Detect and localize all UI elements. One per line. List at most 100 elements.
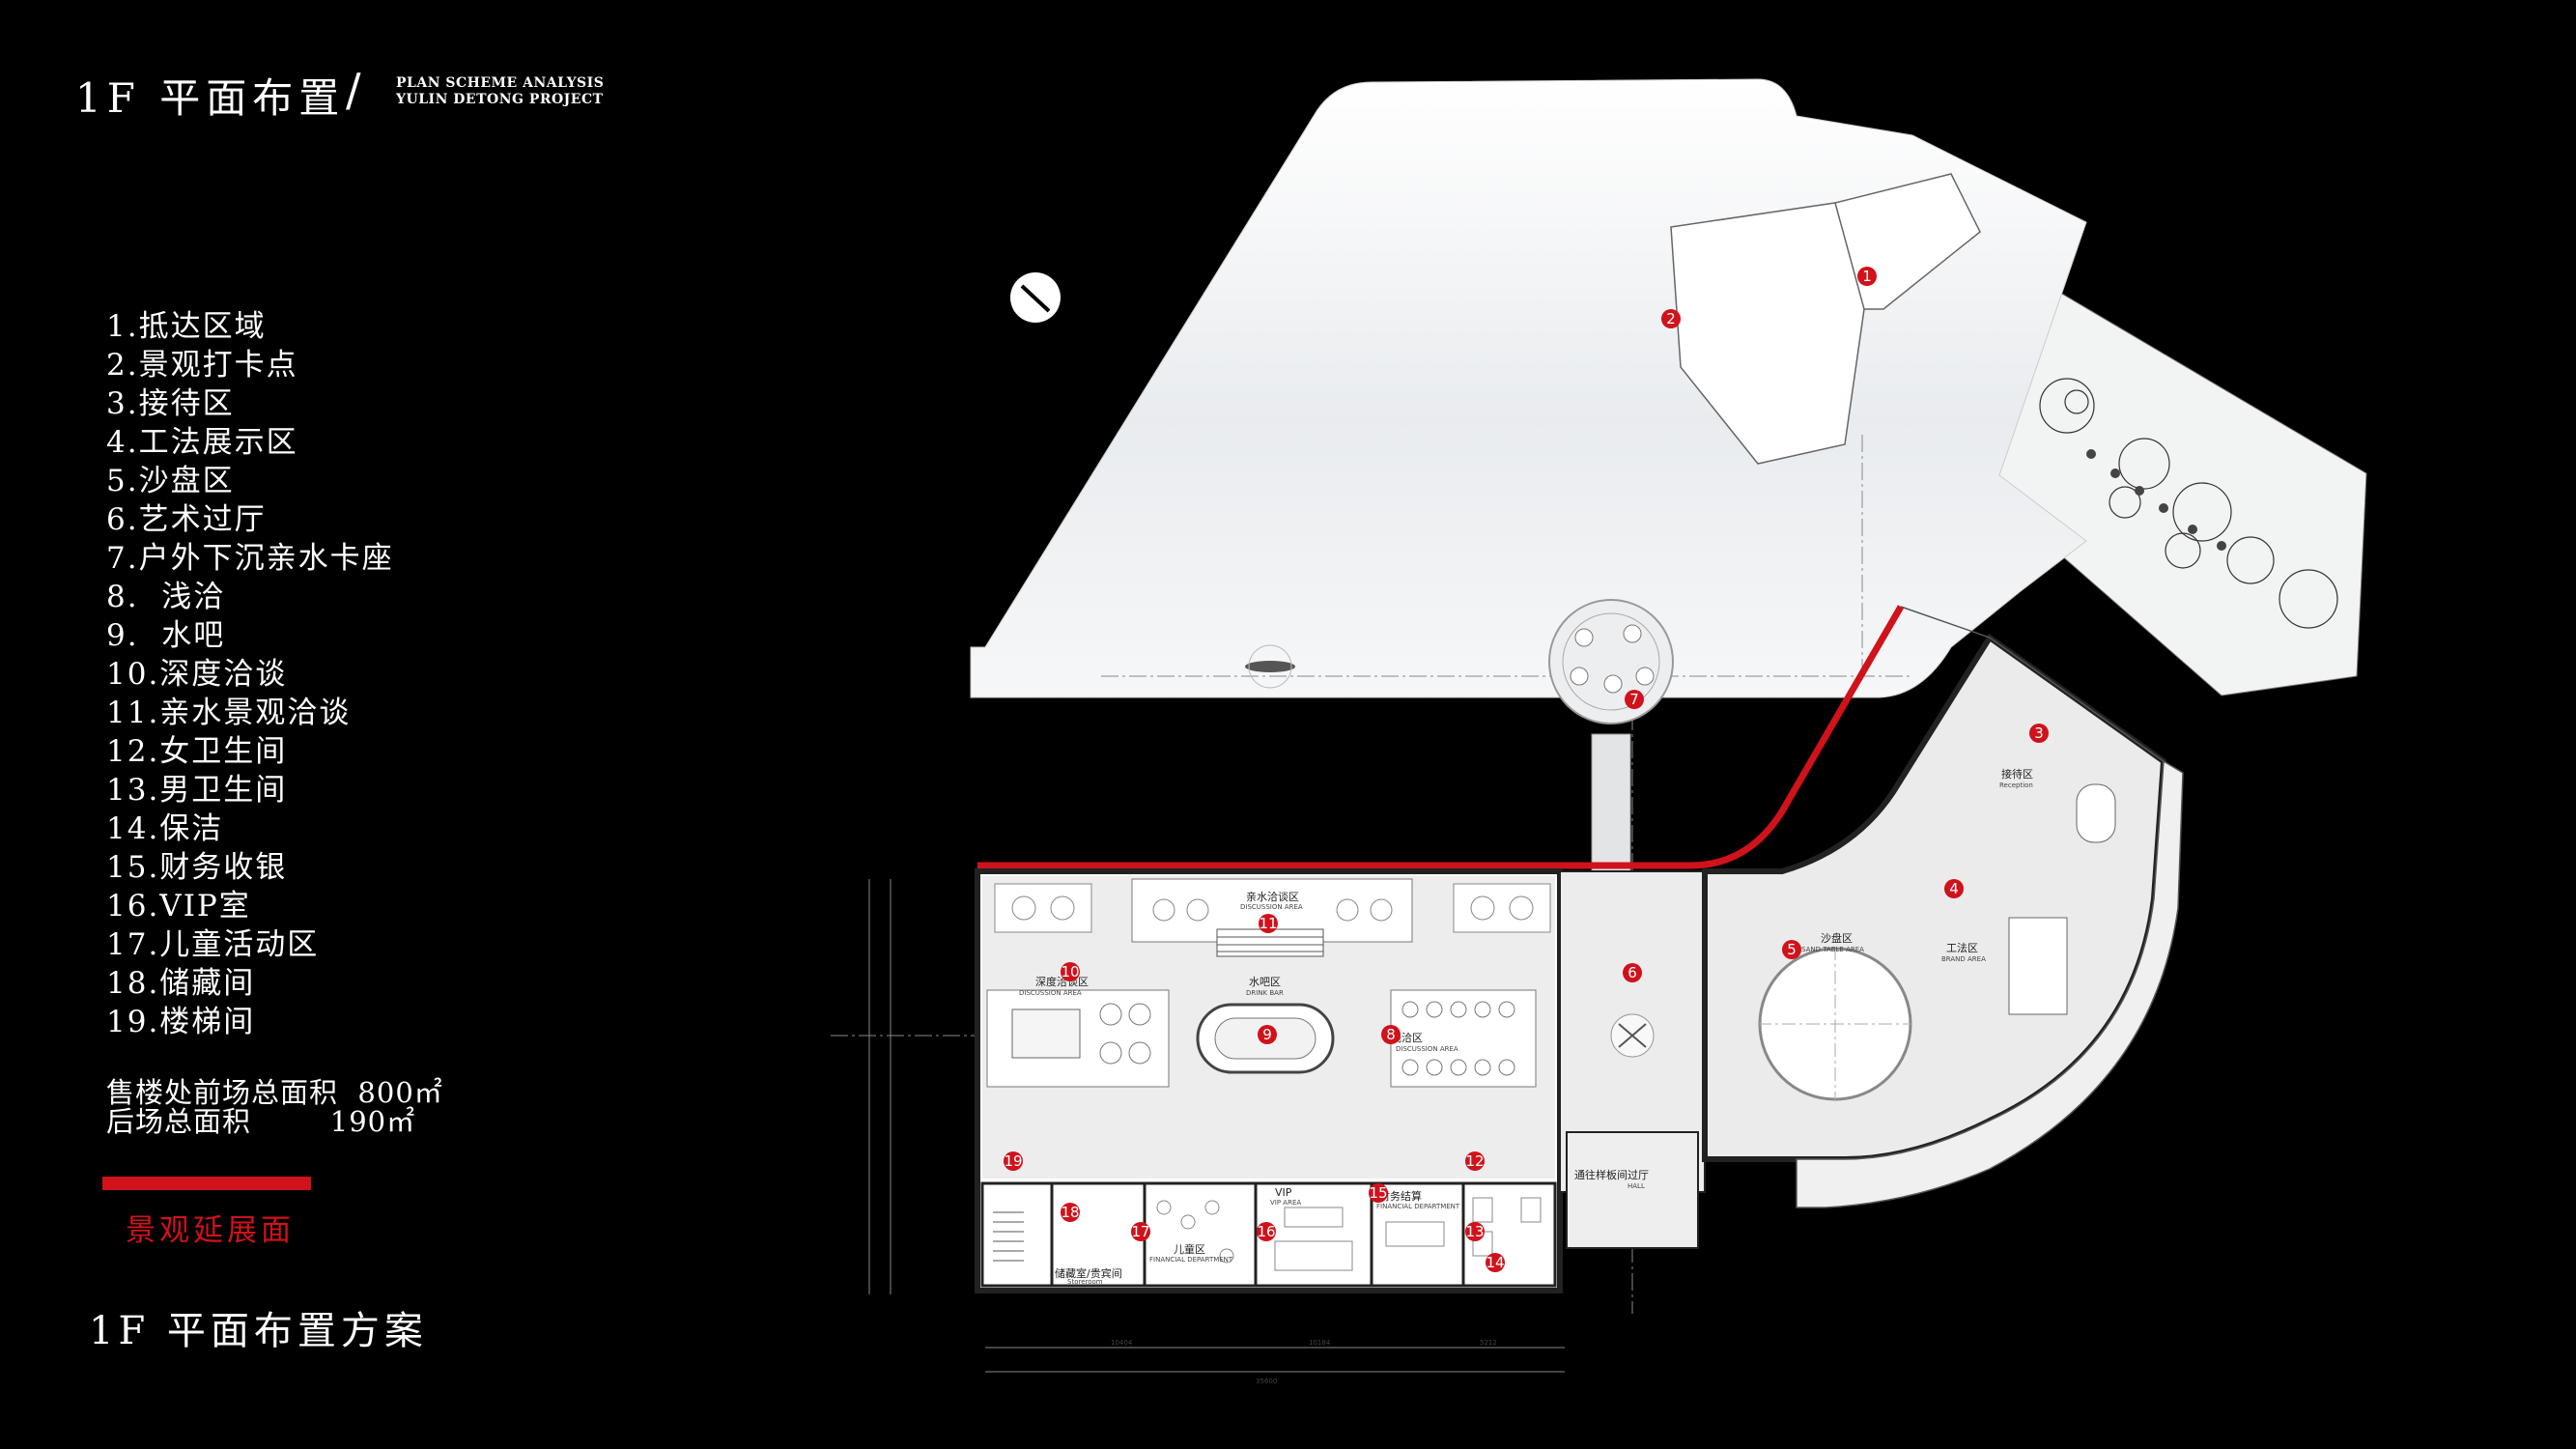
marker-11: 11: [1259, 914, 1278, 933]
marker-18: 18: [1061, 1203, 1080, 1222]
corner-lounges: [994, 883, 1551, 933]
svg-text:5: 5: [1787, 941, 1797, 958]
svg-text:12: 12: [1465, 1152, 1484, 1170]
dimension-lines: [868, 879, 1565, 1373]
svg-text:10: 10: [1061, 963, 1079, 980]
legend-item: 7.户外下沉亲水卡座: [106, 541, 394, 576]
landscape-extension-line: [977, 605, 1905, 869]
room-markers: 1 2 3 4 5 6 7 8 9 10 11 12 13 14 15 16 1…: [1004, 267, 2049, 1272]
dimension-1: 10404: [1111, 1339, 1133, 1347]
legend-item: 14.保洁: [106, 811, 224, 846]
svg-text:19: 19: [1004, 1152, 1022, 1170]
reception-furniture: [2008, 783, 2116, 1015]
marker-2: 2: [1661, 309, 1681, 328]
landscape-line-swatch: [102, 1177, 311, 1190]
marker-6: 6: [1623, 963, 1642, 982]
legend-item: 13.男卫生间: [106, 773, 288, 808]
sand-table-model: [1758, 947, 1912, 1101]
svg-text:15: 15: [1369, 1184, 1387, 1202]
corridor-label: 通往样板间过厅: [1574, 1168, 1649, 1181]
kids-label-en: FINANCIAL DEPARTMENT: [1149, 1256, 1233, 1264]
legend-item: 1.抵达区域: [106, 309, 267, 344]
legend-item: 10.深度洽谈: [106, 657, 288, 692]
legend-item: 19.楼梯间: [106, 1005, 256, 1039]
deep-talk-zone: 深度洽谈区 DISCUSSION AREA: [986, 975, 1170, 1088]
legend-item: 6.艺术过厅: [106, 502, 267, 537]
marker-8: 8: [1381, 1025, 1401, 1044]
finance-label-en: FINANCIAL DEPARTMENT: [1376, 1203, 1460, 1210]
storage-label: 储藏室/贵宾间: [1055, 1266, 1122, 1280]
drink-bar-label-en: DRINK BAR: [1246, 989, 1284, 997]
legend-item: 11.亲水景观洽谈: [106, 696, 352, 730]
reception-label: 接待区: [2001, 767, 2033, 781]
craft-label: 工法区: [1946, 941, 1978, 954]
show-flat-corridor: 通往样板间过厅 HALL: [1566, 1131, 1699, 1249]
front-area-text: 售楼处前场总面积 800㎡: [106, 1076, 443, 1109]
discussion-label-en: DISCUSSION AREA: [1240, 903, 1303, 911]
marker-5: 5: [1782, 940, 1801, 959]
corridor-label-en: HALL: [1628, 1182, 1645, 1190]
landscape-line-label: 景观延展面: [126, 1213, 295, 1248]
discussion-label: 亲水洽谈区: [1246, 890, 1299, 903]
north-arrow-icon: [1010, 272, 1061, 323]
svg-text:3: 3: [2034, 724, 2044, 742]
kids-label: 儿童区: [1174, 1242, 1205, 1256]
marker-16: 16: [1257, 1222, 1276, 1241]
legend-item: 3.接待区: [106, 386, 235, 421]
sand-table-label-en: SAND TABLE AREA: [1801, 946, 1864, 953]
art-hall-feature: [1610, 1013, 1655, 1058]
water-courtyard: [970, 78, 2087, 698]
stair-treads: [993, 1211, 1024, 1262]
legend-item: 18.储藏间: [106, 966, 256, 1001]
svg-text:9: 9: [1262, 1026, 1272, 1043]
svg-text:1: 1: [1862, 268, 1872, 285]
svg-text:6: 6: [1628, 964, 1637, 981]
title-subtitle: PLAN SCHEME ANALYSIS YULIN DETONG PROJEC…: [396, 75, 604, 108]
svg-text:14: 14: [1486, 1254, 1504, 1271]
subtitle-line-2: YULIN DETONG PROJECT: [396, 92, 604, 107]
page-title: 1F 平面布置: [75, 74, 346, 122]
legend-item: 17.儿童活动区: [106, 927, 320, 962]
marker-1: 1: [1857, 267, 1877, 286]
marker-14: 14: [1486, 1253, 1505, 1272]
vip-label: VIP: [1275, 1186, 1292, 1199]
deep-talk-label-en: DISCUSSION AREA: [1019, 989, 1082, 997]
reception-label-en: Reception: [1999, 781, 2033, 789]
svg-text:13: 13: [1465, 1223, 1484, 1240]
legend-item: 9. 水吧: [106, 618, 226, 653]
legend-item: 4.工法展示区: [106, 425, 298, 460]
legend-item: 2.景观打卡点: [106, 348, 298, 383]
dimension-total: 35600: [1256, 1378, 1277, 1385]
svg-text:11: 11: [1259, 915, 1277, 932]
legend-item: 8. 浅洽: [106, 580, 226, 614]
marker-4: 4: [1944, 879, 1964, 898]
finance-label: 财务结算: [1379, 1189, 1422, 1203]
svg-text:16: 16: [1257, 1223, 1275, 1240]
sunken-seating: [1548, 599, 1674, 899]
marker-3: 3: [2029, 724, 2049, 743]
legend-item: 16.VIP室: [106, 889, 251, 923]
svg-text:18: 18: [1061, 1204, 1079, 1221]
sand-table-label: 沙盘区: [1821, 931, 1853, 945]
subtitle-line-1: PLAN SCHEME ANALYSIS: [396, 75, 605, 91]
svg-text:17: 17: [1131, 1223, 1149, 1240]
craft-label-en: BRAND AREA: [1941, 955, 1986, 963]
marker-7: 7: [1625, 690, 1644, 709]
boat-sculpture: [1245, 661, 1295, 672]
plan-title: 1F 平面布置方案: [89, 1309, 428, 1353]
legend-item: 5.沙盘区: [106, 464, 235, 498]
title-divider: /: [346, 64, 361, 116]
light-talk-zone: 浅洽区 DISCUSSION AREA: [1390, 989, 1537, 1088]
marker-19: 19: [1004, 1151, 1023, 1171]
marker-17: 17: [1131, 1222, 1150, 1241]
legend-item: 12.女卫生间: [106, 734, 288, 769]
drink-bar-label: 水吧区: [1249, 976, 1281, 988]
dimension-3: 5212: [1480, 1339, 1497, 1347]
landscape-pavilion-2: [1670, 202, 1865, 465]
svg-text:2: 2: [1666, 310, 1676, 327]
vip-label-en: VIP AREA: [1270, 1199, 1301, 1207]
storage-label-en: Storeroom: [1067, 1278, 1103, 1286]
dimension-2: 10184: [1309, 1339, 1331, 1347]
marker-10: 10: [1061, 962, 1080, 981]
